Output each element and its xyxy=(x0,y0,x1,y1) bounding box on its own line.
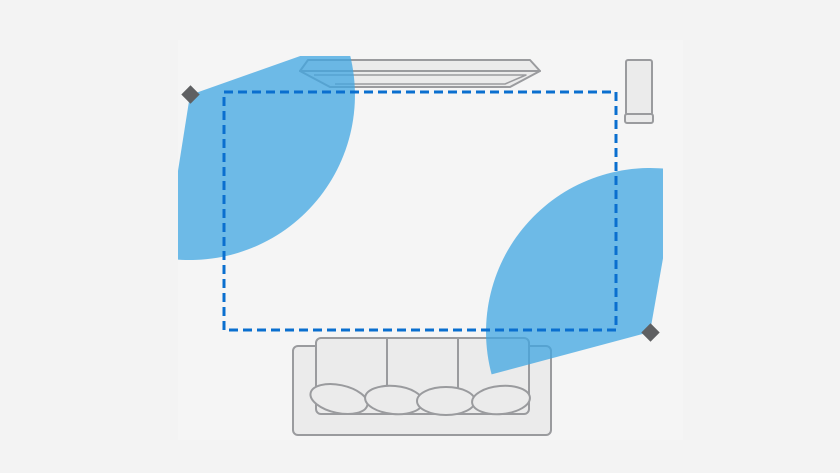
sofa xyxy=(292,337,552,436)
sensor-coverage-top-left xyxy=(178,56,355,260)
sensor-top-left xyxy=(181,85,200,104)
cushion xyxy=(471,384,531,416)
cushion xyxy=(416,386,476,416)
speaker xyxy=(624,59,654,124)
play-area-boundary xyxy=(222,90,618,332)
sensor-coverage-bottom-right xyxy=(486,168,663,375)
sensor-bottom-right xyxy=(641,323,660,342)
